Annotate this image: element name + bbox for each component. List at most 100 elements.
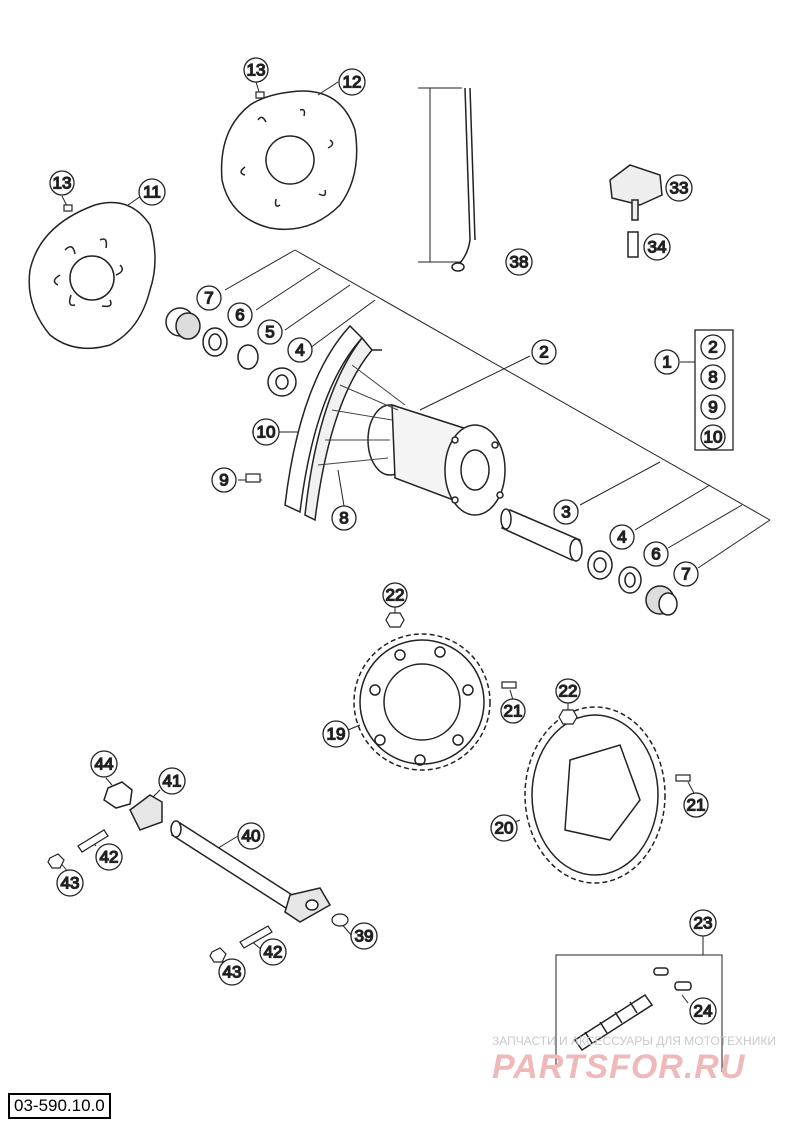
callout-11: 11 [138, 178, 166, 206]
callout-40: 40 [237, 822, 265, 850]
callout-39: 39 [350, 922, 378, 950]
svg-text:24: 24 [694, 1002, 713, 1021]
right-bearing-stack [500, 508, 678, 616]
svg-text:34: 34 [648, 238, 667, 257]
svg-text:3: 3 [561, 503, 570, 522]
svg-text:5: 5 [265, 323, 274, 342]
callout-22a: 22 [382, 582, 408, 608]
callout-4a: 4 [287, 337, 313, 363]
disc-bolt-icon [63, 91, 265, 212]
svg-text:19: 19 [327, 725, 346, 744]
callouts: 12 13 13 11 7 6 5 4 2 1 10 9 8 3 4 6 7 3… [49, 57, 717, 1025]
watermark: ЗАПЧАСТИ И АКСЕССУАРЫ ДЛЯ МОТОТЕХНИКИ PA… [492, 1034, 776, 1086]
callout-41: 41 [158, 767, 186, 795]
svg-text:13: 13 [53, 174, 72, 193]
svg-text:38: 38 [510, 253, 529, 272]
drive-chain [573, 967, 692, 1052]
callout-10: 10 [252, 418, 280, 446]
callout-23: 23 [689, 909, 717, 937]
callout-7a: 7 [196, 285, 222, 311]
svg-text:20: 20 [495, 819, 514, 838]
svg-text:10: 10 [704, 428, 723, 447]
brake-disc-upper [220, 90, 358, 231]
kit-item-10: 10 [700, 424, 726, 450]
adjuster-bolt-icon [47, 829, 349, 963]
svg-text:8: 8 [339, 509, 348, 528]
watermark-brand: PARTSFOR.RU [492, 1048, 746, 1086]
left-bearing-stack [165, 307, 297, 397]
callout-6b: 6 [643, 541, 669, 567]
callout-4b: 4 [609, 524, 635, 550]
svg-text:4: 4 [295, 341, 304, 360]
callout-42b: 42 [259, 938, 287, 966]
callout-43a: 43 [56, 869, 84, 897]
svg-text:22: 22 [386, 586, 405, 605]
watermark-subtitle: ЗАПЧАСТИ И АКСЕССУАРЫ ДЛЯ МОТОТЕХНИКИ [492, 1034, 776, 1048]
callout-34: 34 [643, 233, 671, 261]
wheel-rim [284, 324, 382, 522]
brake-disc-left [28, 201, 156, 350]
svg-text:41: 41 [163, 772, 182, 791]
sprocket-small [524, 706, 666, 884]
svg-text:23: 23 [694, 914, 713, 933]
leader-lines [59, 81, 771, 1072]
svg-text:9: 9 [219, 471, 228, 490]
callout-7b: 7 [673, 561, 699, 587]
svg-text:1: 1 [662, 353, 671, 372]
sprocket-bolt-icon [385, 612, 691, 782]
spoke-lines [317, 364, 406, 466]
svg-text:22: 22 [559, 682, 578, 701]
kit-item-8: 8 [700, 364, 726, 390]
svg-text:7: 7 [204, 289, 213, 308]
callout-21a: 21 [500, 698, 526, 724]
svg-text:42: 42 [264, 943, 283, 962]
sprocket-large [353, 633, 491, 771]
callout-43b: 43 [218, 958, 246, 986]
callout-6a: 6 [227, 302, 253, 328]
svg-text:10: 10 [257, 423, 276, 442]
diagram-code: 03-590.10.0 [8, 1093, 111, 1119]
svg-text:44: 44 [95, 755, 114, 774]
callout-33: 33 [665, 174, 693, 202]
callout-5: 5 [257, 319, 283, 345]
callout-44: 44 [90, 750, 118, 778]
svg-text:39: 39 [355, 927, 374, 946]
callout-2: 2 [531, 339, 557, 365]
spoke-nipple-icon [245, 473, 261, 483]
callout-9: 9 [211, 467, 237, 493]
callout-42a: 42 [95, 843, 123, 871]
svg-text:4: 4 [617, 528, 626, 547]
svg-text:8: 8 [708, 368, 717, 387]
svg-text:43: 43 [61, 874, 80, 893]
callout-38: 38 [505, 248, 533, 276]
callout-19: 19 [322, 720, 350, 748]
svg-text:9: 9 [708, 398, 717, 417]
svg-text:6: 6 [235, 306, 244, 325]
kit-item-9: 9 [700, 394, 726, 420]
callout-20: 20 [490, 814, 518, 842]
callout-8: 8 [331, 505, 357, 531]
wheel-hub [367, 403, 506, 516]
svg-text:13: 13 [247, 61, 266, 80]
callout-3: 3 [553, 499, 579, 525]
spoke [451, 87, 476, 272]
svg-text:2: 2 [539, 343, 548, 362]
callout-12: 12 [338, 68, 366, 96]
svg-text:40: 40 [242, 827, 261, 846]
svg-text:6: 6 [651, 545, 660, 564]
kit-list: 2 8 9 10 [694, 329, 734, 451]
callout-22b: 22 [555, 678, 581, 704]
svg-text:12: 12 [343, 73, 362, 92]
svg-text:2: 2 [708, 338, 717, 357]
svg-text:43: 43 [223, 963, 242, 982]
callout-21b: 21 [683, 792, 709, 818]
spoke-wrench [609, 164, 663, 258]
svg-text:33: 33 [670, 179, 689, 198]
svg-text:7: 7 [681, 565, 690, 584]
svg-text:21: 21 [687, 796, 706, 815]
callout-1: 1 [654, 349, 680, 375]
kit-item-2: 2 [700, 334, 726, 360]
callout-13a: 13 [243, 57, 269, 83]
svg-text:21: 21 [504, 702, 523, 721]
